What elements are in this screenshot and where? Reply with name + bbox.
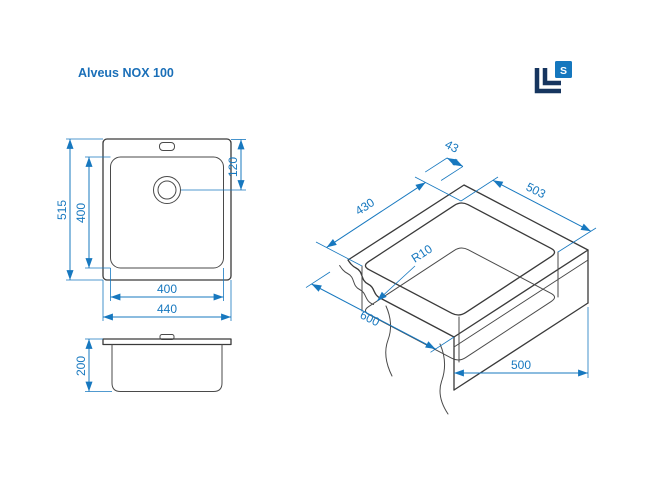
dim-cabinet-width: 500	[454, 307, 589, 378]
logo-profile-inner-icon	[542, 68, 561, 86]
basin-bottom	[364, 247, 556, 361]
dim-basin-width-label: 400	[157, 282, 177, 296]
logo-profile-icon	[534, 68, 561, 94]
dim-basin-width: 400	[110, 268, 224, 301]
logo-letter: S	[560, 65, 567, 77]
dim-worktop-depth-label: 600	[358, 308, 382, 330]
dim-worktop-depth: 600	[305, 271, 455, 353]
dim-cabinet-width-label: 500	[511, 358, 531, 372]
brand-logo: S	[534, 61, 572, 94]
sink-outer-outline	[102, 138, 232, 281]
dim-basin-height-label: 400	[74, 203, 88, 223]
iso-view: 430 503 43 600 500	[305, 137, 597, 415]
basin-profile	[111, 344, 223, 392]
dim-side-depth-label: 200	[74, 356, 88, 376]
dim-basin-height: 400	[74, 156, 111, 269]
dim-cutout-width: 430	[315, 176, 462, 267]
dim-outer-height: 515	[55, 138, 103, 281]
dim-outer-width: 440	[102, 280, 232, 321]
drawing-title: Alveus NOX 100	[78, 66, 174, 80]
faucet-hole	[159, 142, 175, 151]
logo-badge	[555, 61, 572, 78]
worktop-surface	[347, 184, 589, 338]
basin-outline	[110, 156, 224, 269]
dim-cutout-length: 503	[460, 176, 597, 253]
dim-drain-offset-label: 120	[226, 157, 240, 177]
dim-rim-offset: 43	[424, 137, 464, 181]
cabinet-bottom-edge	[453, 302, 589, 391]
drain-outer	[153, 176, 181, 204]
dim-outer-height-label: 515	[55, 200, 69, 220]
dim-outer-width-label: 440	[157, 302, 177, 316]
break-line-lower-2	[439, 343, 449, 415]
corner-radius-label: R10	[409, 242, 435, 266]
dim-rim-offset-label: 43	[443, 137, 462, 156]
front-view: 515 400 120 400 440	[55, 138, 246, 321]
rim-profile	[102, 338, 232, 346]
dim-drain-offset: 120	[181, 139, 246, 191]
cutout-opening	[364, 202, 556, 316]
side-view: 200	[74, 334, 232, 392]
drain-inner	[157, 180, 177, 200]
dim-cutout-width-label: 430	[353, 195, 378, 218]
break-line-lower-1	[385, 305, 393, 377]
dim-side-depth: 200	[74, 338, 112, 392]
worktop-thickness-edge	[453, 259, 589, 348]
